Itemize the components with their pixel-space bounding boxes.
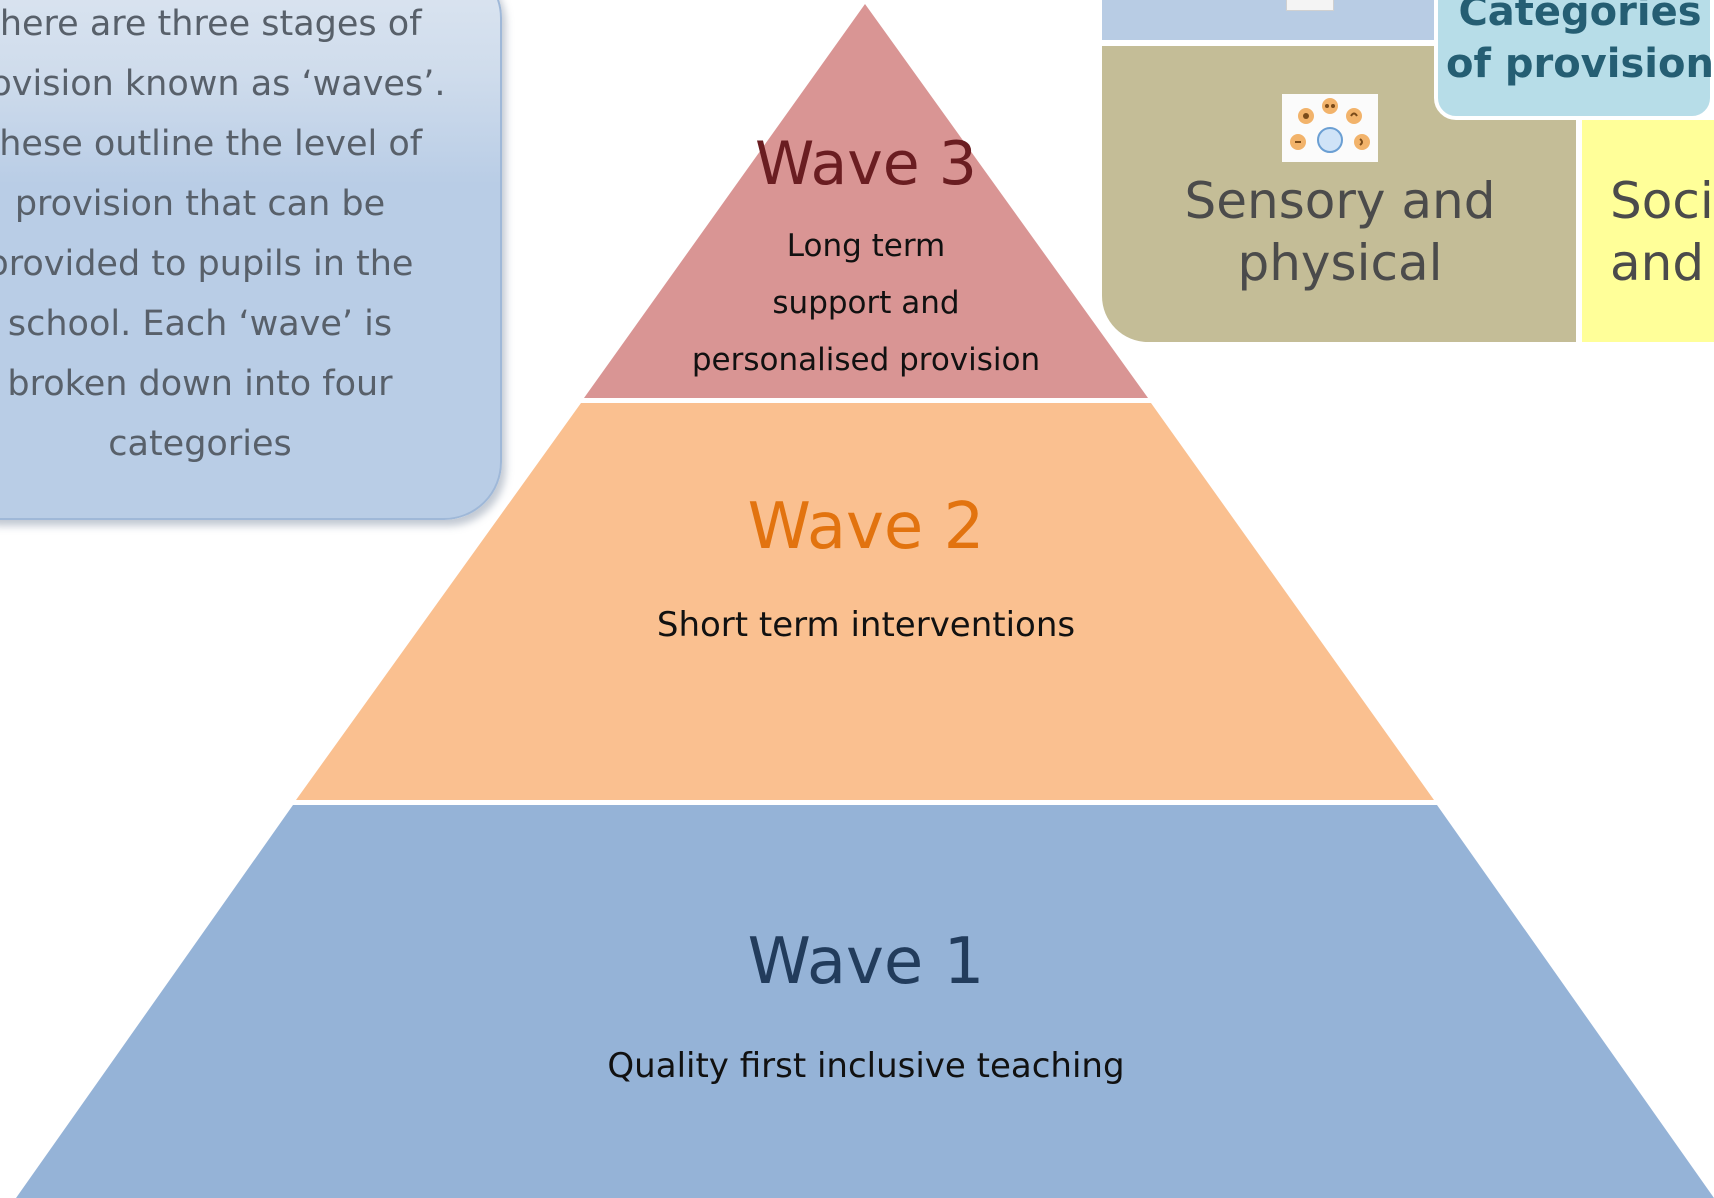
info-box — [0, 0, 502, 520]
info-text: There are three stages of provision know… — [0, 0, 460, 474]
category-social-tile — [1582, 120, 1714, 342]
social-label-line: and r — [1610, 234, 1714, 292]
category-sensory-label: Sensory and physical — [1170, 170, 1510, 294]
wave2-tier — [296, 403, 1434, 800]
wave1-tier — [16, 805, 1714, 1198]
info-line: provision known as ‘waves’. — [0, 64, 446, 104]
info-line: school. Each ‘wave’ is — [7, 304, 393, 344]
sensory-label-line: Sensory and — [1184, 172, 1496, 230]
wave3-desc-line: support and — [772, 285, 960, 321]
wave1-text: Wave 1 Quality first inclusive teaching — [466, 930, 1266, 1086]
wave1-desc: Quality first inclusive teaching — [607, 1046, 1125, 1086]
wave2-title: Wave 2 — [747, 490, 985, 564]
senses-icon — [1282, 94, 1378, 162]
wave3-desc-line: Long term — [786, 228, 946, 264]
info-line: These outline the level of — [0, 124, 423, 164]
sensory-label-line: physical — [1237, 234, 1443, 292]
info-line: provision that can be — [14, 184, 386, 224]
categories-title-line: of provision — [1446, 41, 1714, 87]
info-line: broken down into four — [7, 364, 393, 404]
categories-title-line: Categories — [1458, 0, 1702, 35]
wave1-title: Wave 1 — [747, 925, 985, 999]
info-line: There are three stages of — [0, 4, 422, 44]
wave2-desc: Short term interventions — [656, 605, 1076, 645]
wave3-desc-line: personalised provision — [691, 342, 1041, 378]
categories-title: Categories of provision — [1440, 0, 1714, 90]
category-image-icon — [1286, 0, 1334, 11]
wave3-title: Wave 3 — [755, 129, 977, 199]
category-social-label: Soci and r — [1610, 170, 1714, 294]
wave3-tier — [584, 4, 1148, 398]
categories-title-box — [1434, 0, 1714, 120]
wave2-text: Wave 2 Short term interventions — [566, 495, 1166, 645]
wave3-text: Wave 3 Long term support and personalise… — [664, 134, 1068, 389]
social-label-line: Soci — [1610, 172, 1714, 230]
info-line: categories — [108, 424, 292, 464]
info-line: provided to pupils in the — [0, 244, 414, 284]
